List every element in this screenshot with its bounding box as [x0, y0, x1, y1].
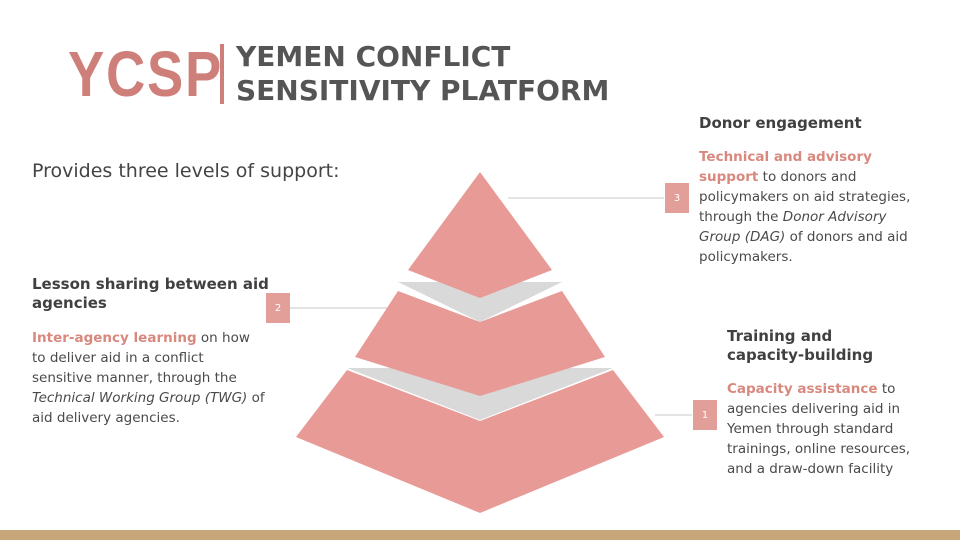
level-3-text-a: to donors and policymakers on aid strate… — [699, 169, 911, 225]
level-3-text-b: of donors and aid policymakers. — [699, 229, 908, 265]
level-1-badge: 1 — [693, 400, 717, 430]
ycsp-logo: YCSP YEMEN CONFLICT SENSITIVITY PLATFORM — [68, 40, 609, 108]
level-2-description: Inter-agency learning on how to deliver … — [32, 328, 267, 428]
level-1-description: Capacity assistance to agencies deliveri… — [727, 379, 927, 479]
level-2-badge: 2 — [266, 293, 290, 323]
logo-title-line2: SENSITIVITY PLATFORM — [236, 74, 610, 107]
level-1-text-a: to agencies delivering aid in Yemen thro… — [727, 381, 911, 477]
level-1-heading: Training and capacity-building — [727, 327, 874, 364]
level-2-heading: Lesson sharing between aid agencies — [32, 275, 269, 312]
pyramid-band-upper — [398, 282, 562, 322]
pyramid-tier-3 — [408, 172, 552, 298]
level-2-text-a: on how to deliver aid in a conflict sens… — [32, 330, 250, 386]
pyramid-tier-1 — [296, 370, 664, 513]
level-3-badge: 3 — [665, 183, 689, 213]
level-2-text-b: of aid delivery agencies. — [32, 390, 265, 426]
level-1-highlight: Capacity assistance — [727, 381, 878, 397]
level-3-heading: Donor engagement — [699, 114, 862, 132]
logo-title: YEMEN CONFLICT SENSITIVITY PLATFORM — [236, 40, 609, 108]
logo-title-line1: YEMEN CONFLICT — [236, 40, 511, 73]
level-2-highlight: Inter-agency learning — [32, 330, 197, 346]
level-3-italic: Donor Advisory Group (DAG) — [699, 209, 887, 245]
level-2-italic: Technical Working Group (TWG) — [32, 390, 248, 406]
bottom-bar — [0, 530, 960, 540]
level-3-description: Technical and advisory support to donors… — [699, 147, 924, 267]
level-3-highlight: Technical and advisory support — [699, 149, 872, 185]
intro-text: Provides three levels of support: — [32, 160, 340, 182]
pyramid-tier-2 — [355, 291, 605, 396]
logo-divider — [220, 44, 224, 104]
